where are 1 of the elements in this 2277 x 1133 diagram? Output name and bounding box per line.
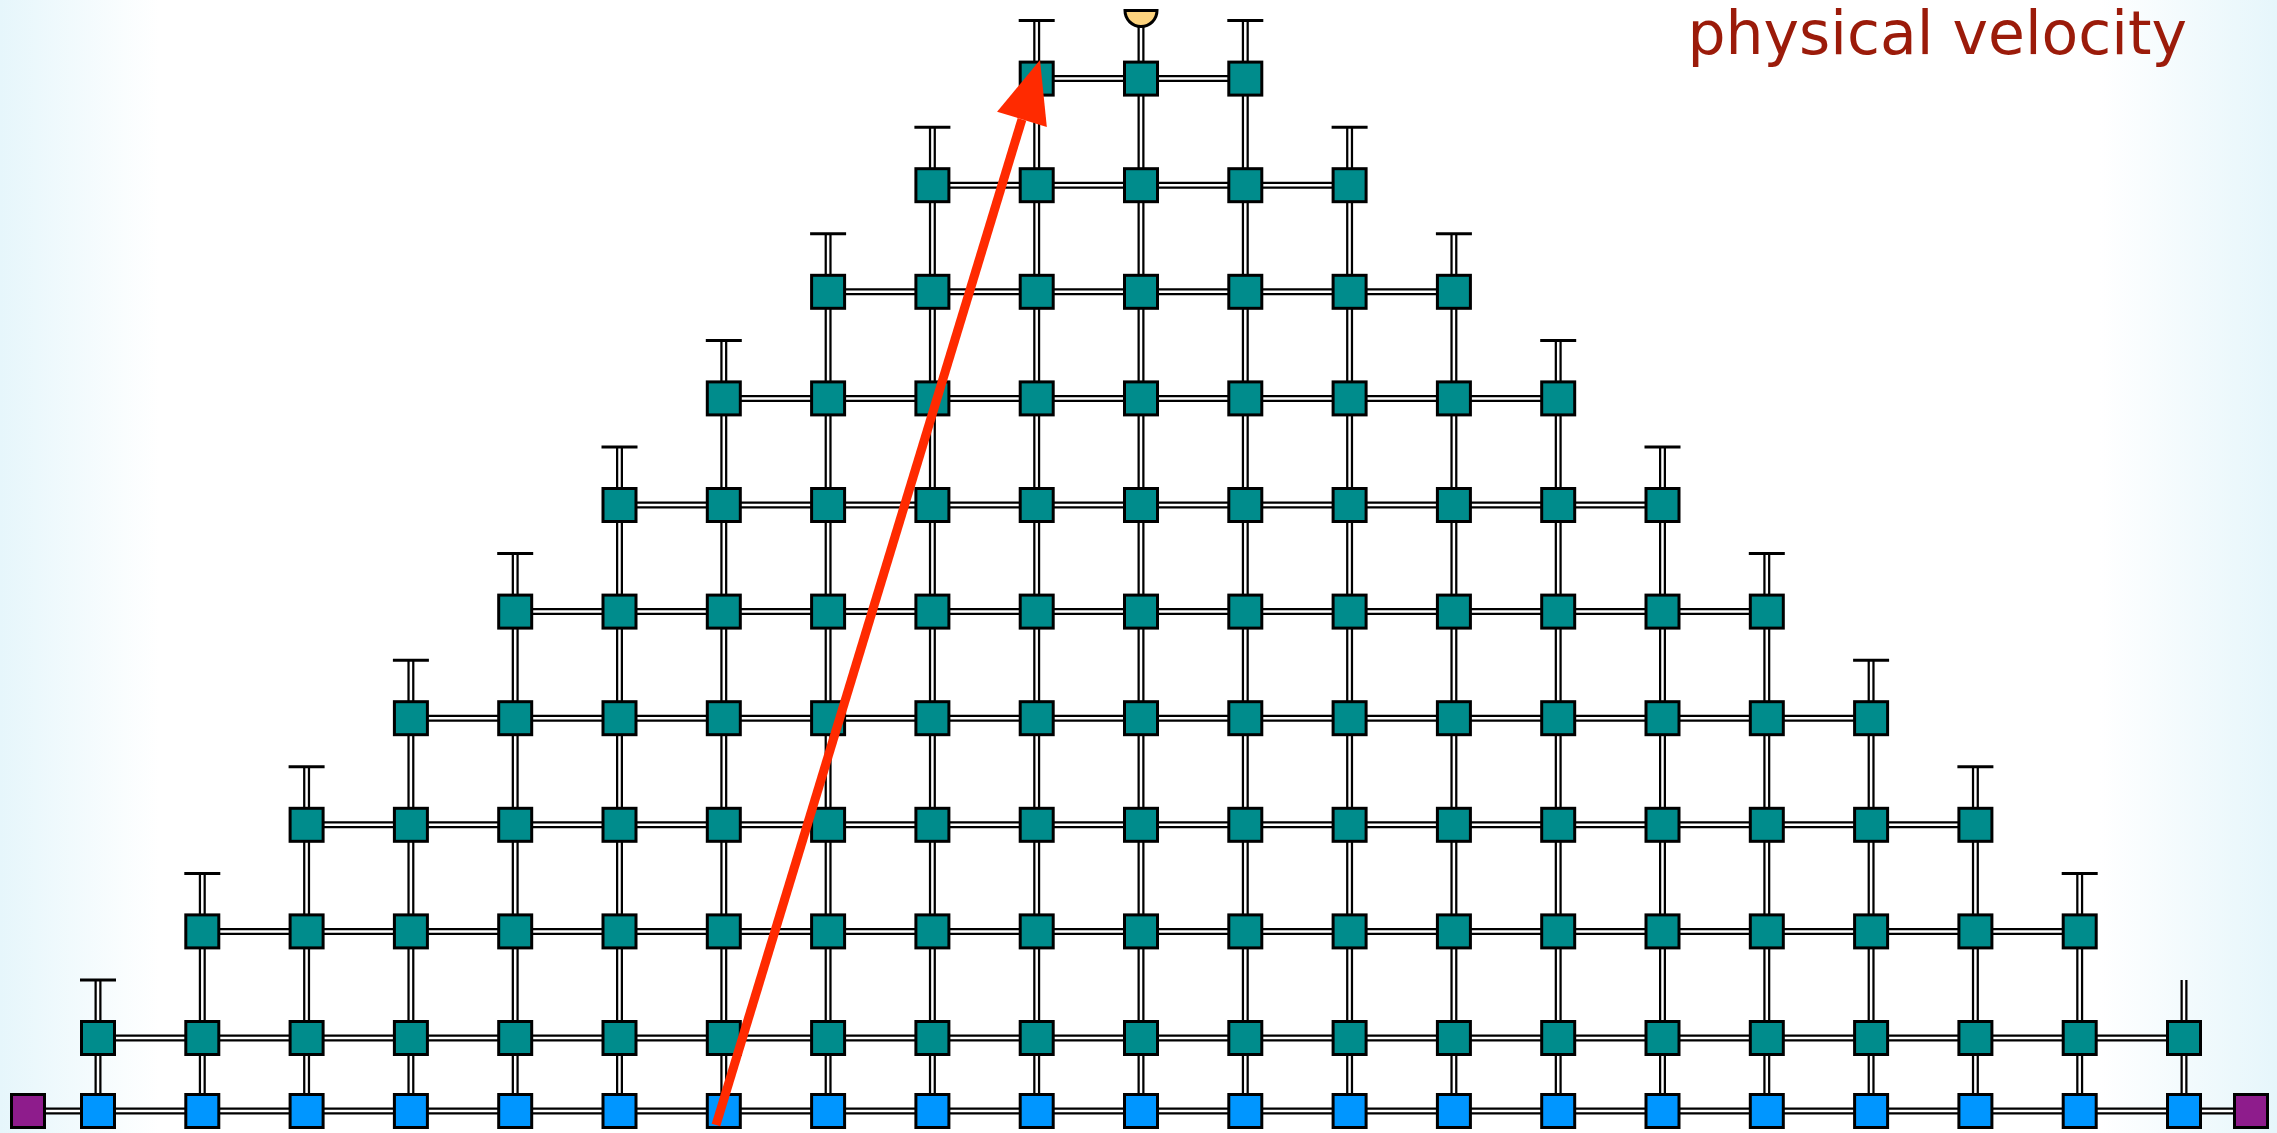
annotation-text: physical velocity <box>1687 0 2187 66</box>
